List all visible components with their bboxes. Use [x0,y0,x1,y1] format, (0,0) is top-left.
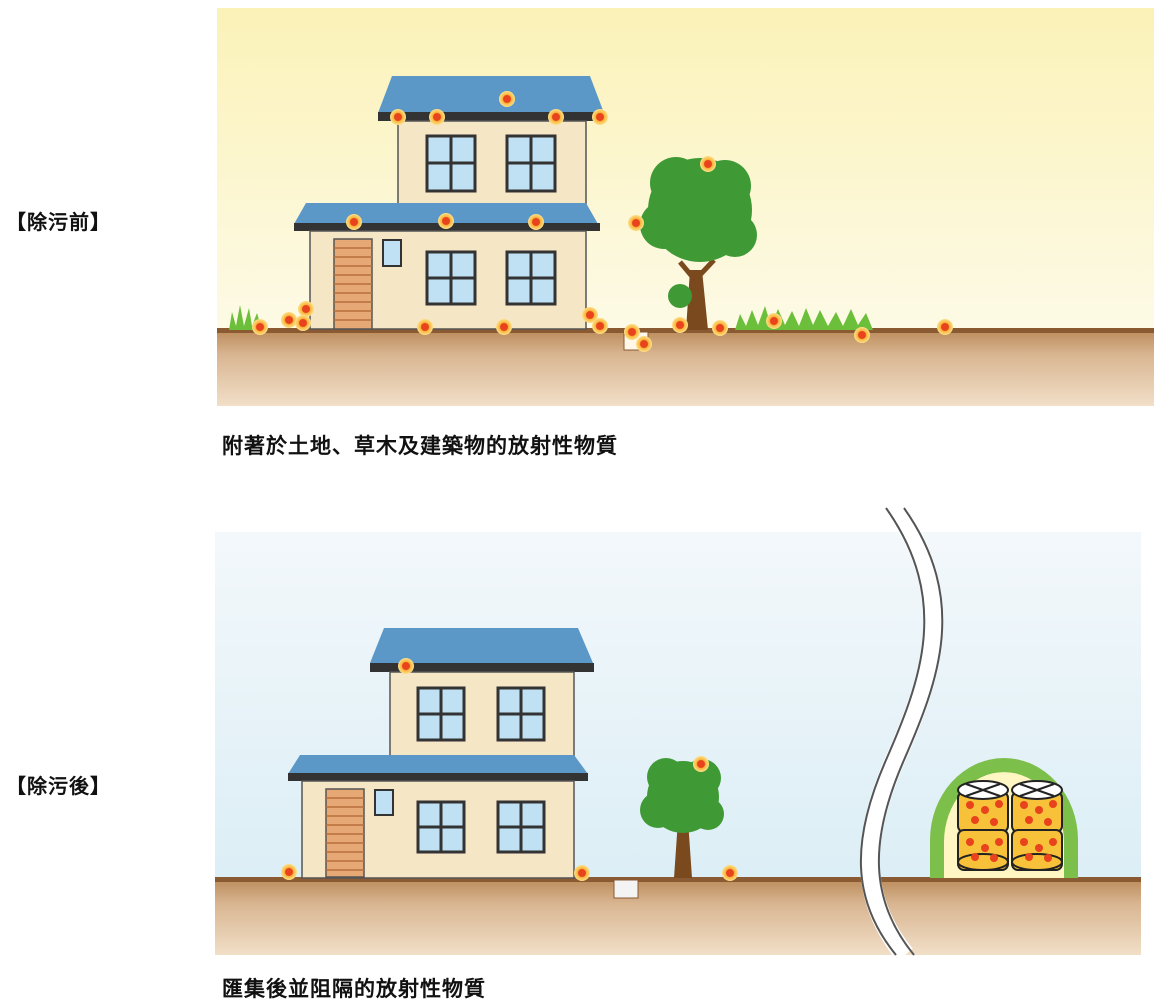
radiation-particles-before [252,91,953,352]
before-caption: 附著於土地、草木及建築物的放射性物質 [222,434,618,458]
radiation-particle-icon [499,91,515,107]
radiation-particle-icon [298,301,314,317]
radiation-particle-icon [636,336,652,352]
radiation-particles-after [281,658,738,881]
storage-barrels-icon [930,758,1078,878]
radiation-particle-icon [574,865,590,881]
radiation-particle-icon [854,327,870,343]
radiation-particle-icon [722,865,738,881]
radiation-particle-icon [281,864,297,880]
radiation-particle-icon [628,215,644,231]
before-label: 【除污前】 [6,210,111,234]
radiation-particle-icon [252,319,268,335]
after-panel [215,502,1141,962]
radiation-particle-icon [281,312,297,328]
tree-icon [640,157,757,330]
radiation-particle-icon [712,320,728,336]
house-icon [288,628,594,879]
radiation-particle-icon [672,317,688,333]
break-line [859,502,944,962]
radiation-particle-icon [624,324,640,340]
radiation-particle-icon [295,315,311,331]
radiation-particle-icon [528,214,544,230]
tree-icon [640,758,724,878]
radiation-particle-icon [582,307,598,323]
after-label: 【除污後】 [6,774,111,798]
radiation-particle-icon [417,319,433,335]
radiation-particle-icon [937,319,953,335]
radiation-particle-icon [438,213,454,229]
radiation-particle-icon [592,318,608,334]
radiation-particle-icon [700,156,716,172]
radiation-particle-icon [346,214,362,230]
radiation-particle-icon [429,109,445,125]
radiation-particle-icon [766,313,782,329]
radiation-particle-icon [496,319,512,335]
after-ground [215,877,1141,955]
radiation-particle-icon [398,658,414,674]
radiation-particle-icon [390,109,406,125]
house-icon [294,76,606,330]
after-caption: 匯集後並阻隔的放射性物質 [222,977,486,1001]
before-panel [217,8,1154,406]
radiation-particle-icon [592,109,608,125]
before-ground [217,328,1154,406]
radiation-particle-icon [548,109,564,125]
radiation-particle-icon [693,756,709,772]
